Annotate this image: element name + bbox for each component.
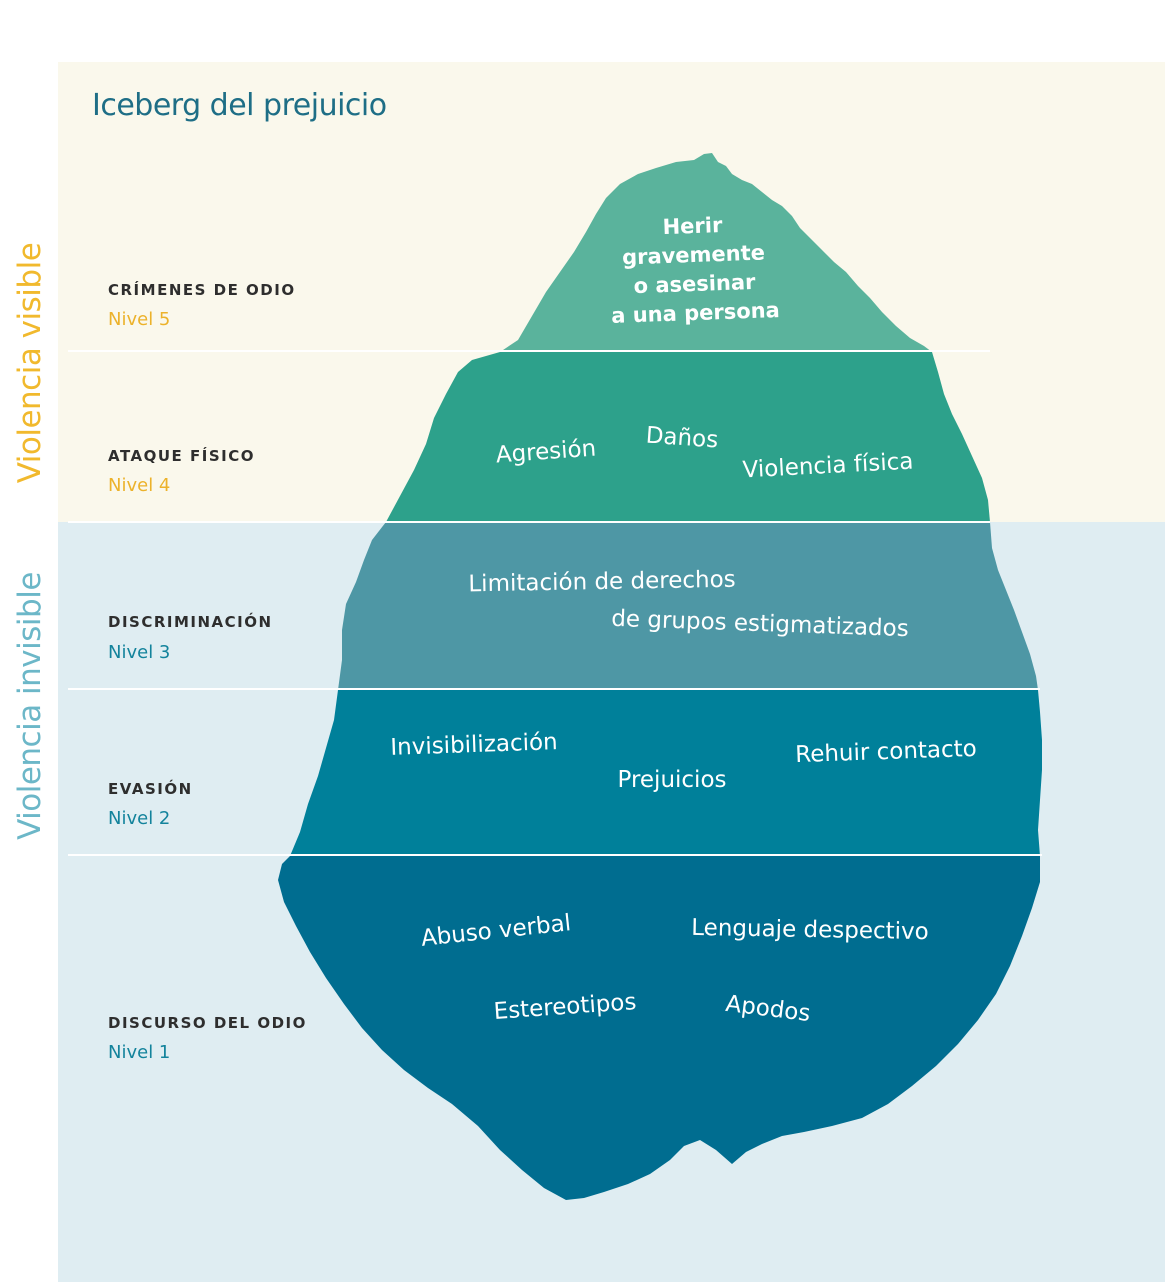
iceberg-band-level-3 <box>278 522 1042 689</box>
level-4-name: ATAQUE FÍSICO <box>108 447 255 465</box>
level-divider-2-1 <box>68 854 1042 856</box>
level-2-number: Nivel 2 <box>108 808 171 829</box>
term-lenguaje-despectivo: Lenguaje despectivo <box>691 914 929 946</box>
level-divider-4-3 <box>68 521 990 523</box>
level-5-name: CRÍMENES DE ODIO <box>108 281 296 299</box>
level-5-number: Nivel 5 <box>108 309 171 330</box>
level-5-iceberg-text: Herir gravemente o asesinar a una person… <box>608 209 780 331</box>
level-3-name: DISCRIMINACIÓN <box>108 613 273 631</box>
level-2-name: EVASIÓN <box>108 780 193 798</box>
iceberg-band-level-2 <box>278 689 1042 855</box>
term-prejuicios: Prejuicios <box>617 767 727 793</box>
level-1-name: DISCURSO DEL ODIO <box>108 1014 307 1032</box>
level-divider-5-4 <box>68 350 990 352</box>
diagram-title: Iceberg del prejuicio <box>92 88 387 123</box>
level-5-text-line: a una persona <box>610 298 781 328</box>
level-1-number: Nivel 1 <box>108 1042 171 1063</box>
level-4-number: Nivel 4 <box>108 475 171 496</box>
level-divider-3-2 <box>68 688 1040 690</box>
iceberg-band-level-1 <box>278 855 1042 1200</box>
term-limitacion-de-derechos: Limitación de derechos <box>468 566 736 598</box>
term-danos: Daños <box>644 422 720 454</box>
level-3-number: Nivel 3 <box>108 642 171 663</box>
